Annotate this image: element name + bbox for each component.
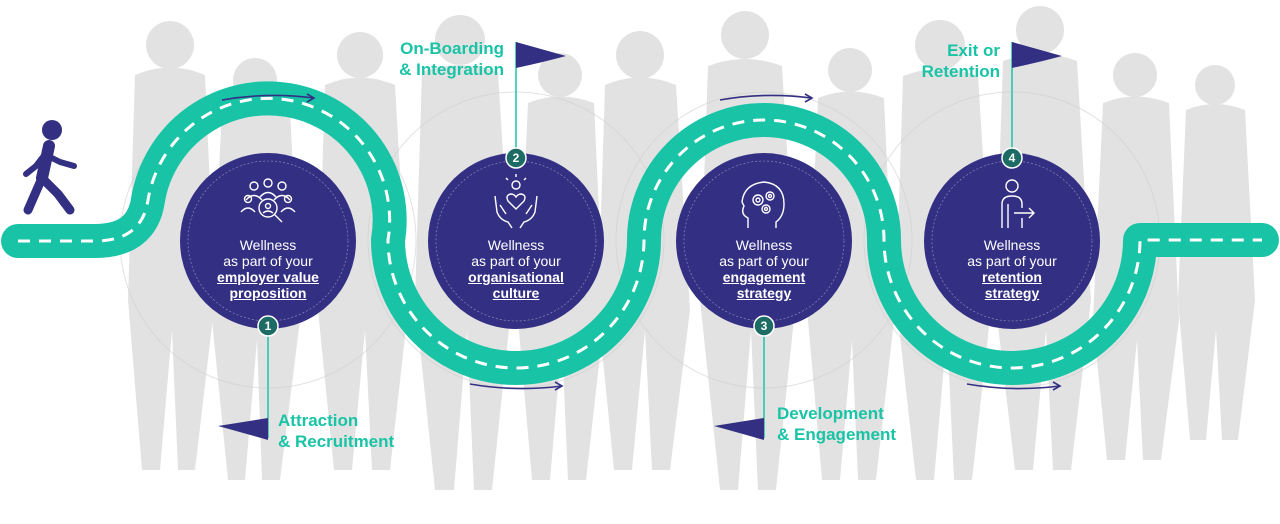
flag-icon <box>218 418 268 440</box>
stage-text-emphasis: organisational <box>468 269 564 285</box>
stage-text-emphasis: strategy <box>736 285 792 301</box>
stage-number: 3 <box>761 319 768 333</box>
flag-icon <box>1012 42 1062 68</box>
person-exit-icon <box>1001 179 1035 228</box>
stage-title-line: & Engagement <box>777 425 897 444</box>
stage-title-line: & Recruitment <box>278 432 395 451</box>
winding-road <box>1 81 1279 385</box>
direction-arrows <box>221 93 1062 391</box>
stage-text-emphasis: strategy <box>984 285 1040 301</box>
stage-title-line: Exit or <box>947 41 1000 60</box>
stage-1-title: Attraction & Recruitment <box>278 410 394 452</box>
stage-text-emphasis: engagement <box>722 269 806 285</box>
stage-title-line: Attraction <box>278 411 359 430</box>
stage-text-line: as part of your <box>719 253 809 269</box>
stage-text-line: Wellness <box>735 237 793 253</box>
hands-heart-icon <box>494 174 538 229</box>
stage-text-line: as part of your <box>967 253 1057 269</box>
stage-4-description: Wellness as part of your retention strat… <box>927 237 1097 301</box>
flag-icon <box>516 42 566 68</box>
stage-3-title: Development & Engagement <box>777 403 896 445</box>
number-badges: 1 2 3 4 <box>257 147 1023 337</box>
stage-circles <box>180 153 1100 329</box>
stage-title-line: On-Boarding <box>400 39 504 58</box>
stage-number: 2 <box>513 151 520 165</box>
stage-text-emphasis: retention <box>982 269 1042 285</box>
stage-3-description: Wellness as part of your engagement stra… <box>679 237 849 301</box>
stage-title-line: Retention <box>921 62 1000 81</box>
stage-title-line: & Integration <box>399 60 504 79</box>
stage-text-line: Wellness <box>239 237 297 253</box>
people-search-icon <box>240 178 296 223</box>
stage-text-emphasis: proposition <box>229 285 307 301</box>
flag-icon <box>714 418 764 440</box>
walking-person-icon <box>23 120 77 215</box>
stage-2-description: Wellness as part of your organisational … <box>431 237 601 301</box>
stage-text-line: as part of your <box>471 253 561 269</box>
stage-4-title: Exit or Retention <box>860 40 1000 82</box>
stage-2-title: On-Boarding & Integration <box>330 38 504 80</box>
head-gears-icon <box>741 181 785 228</box>
stage-number: 4 <box>1009 151 1016 165</box>
stage-1-description: Wellness as part of your employer value … <box>183 237 353 301</box>
stage-number: 1 <box>265 319 272 333</box>
stage-text-line: Wellness <box>487 237 545 253</box>
stage-text-line: as part of your <box>223 253 313 269</box>
milestone-flags <box>218 42 1062 440</box>
stage-title-line: Development <box>777 404 884 423</box>
stage-text-emphasis: culture <box>492 285 540 301</box>
stage-text-emphasis: employer value <box>217 269 319 285</box>
stage-text-line: Wellness <box>983 237 1041 253</box>
